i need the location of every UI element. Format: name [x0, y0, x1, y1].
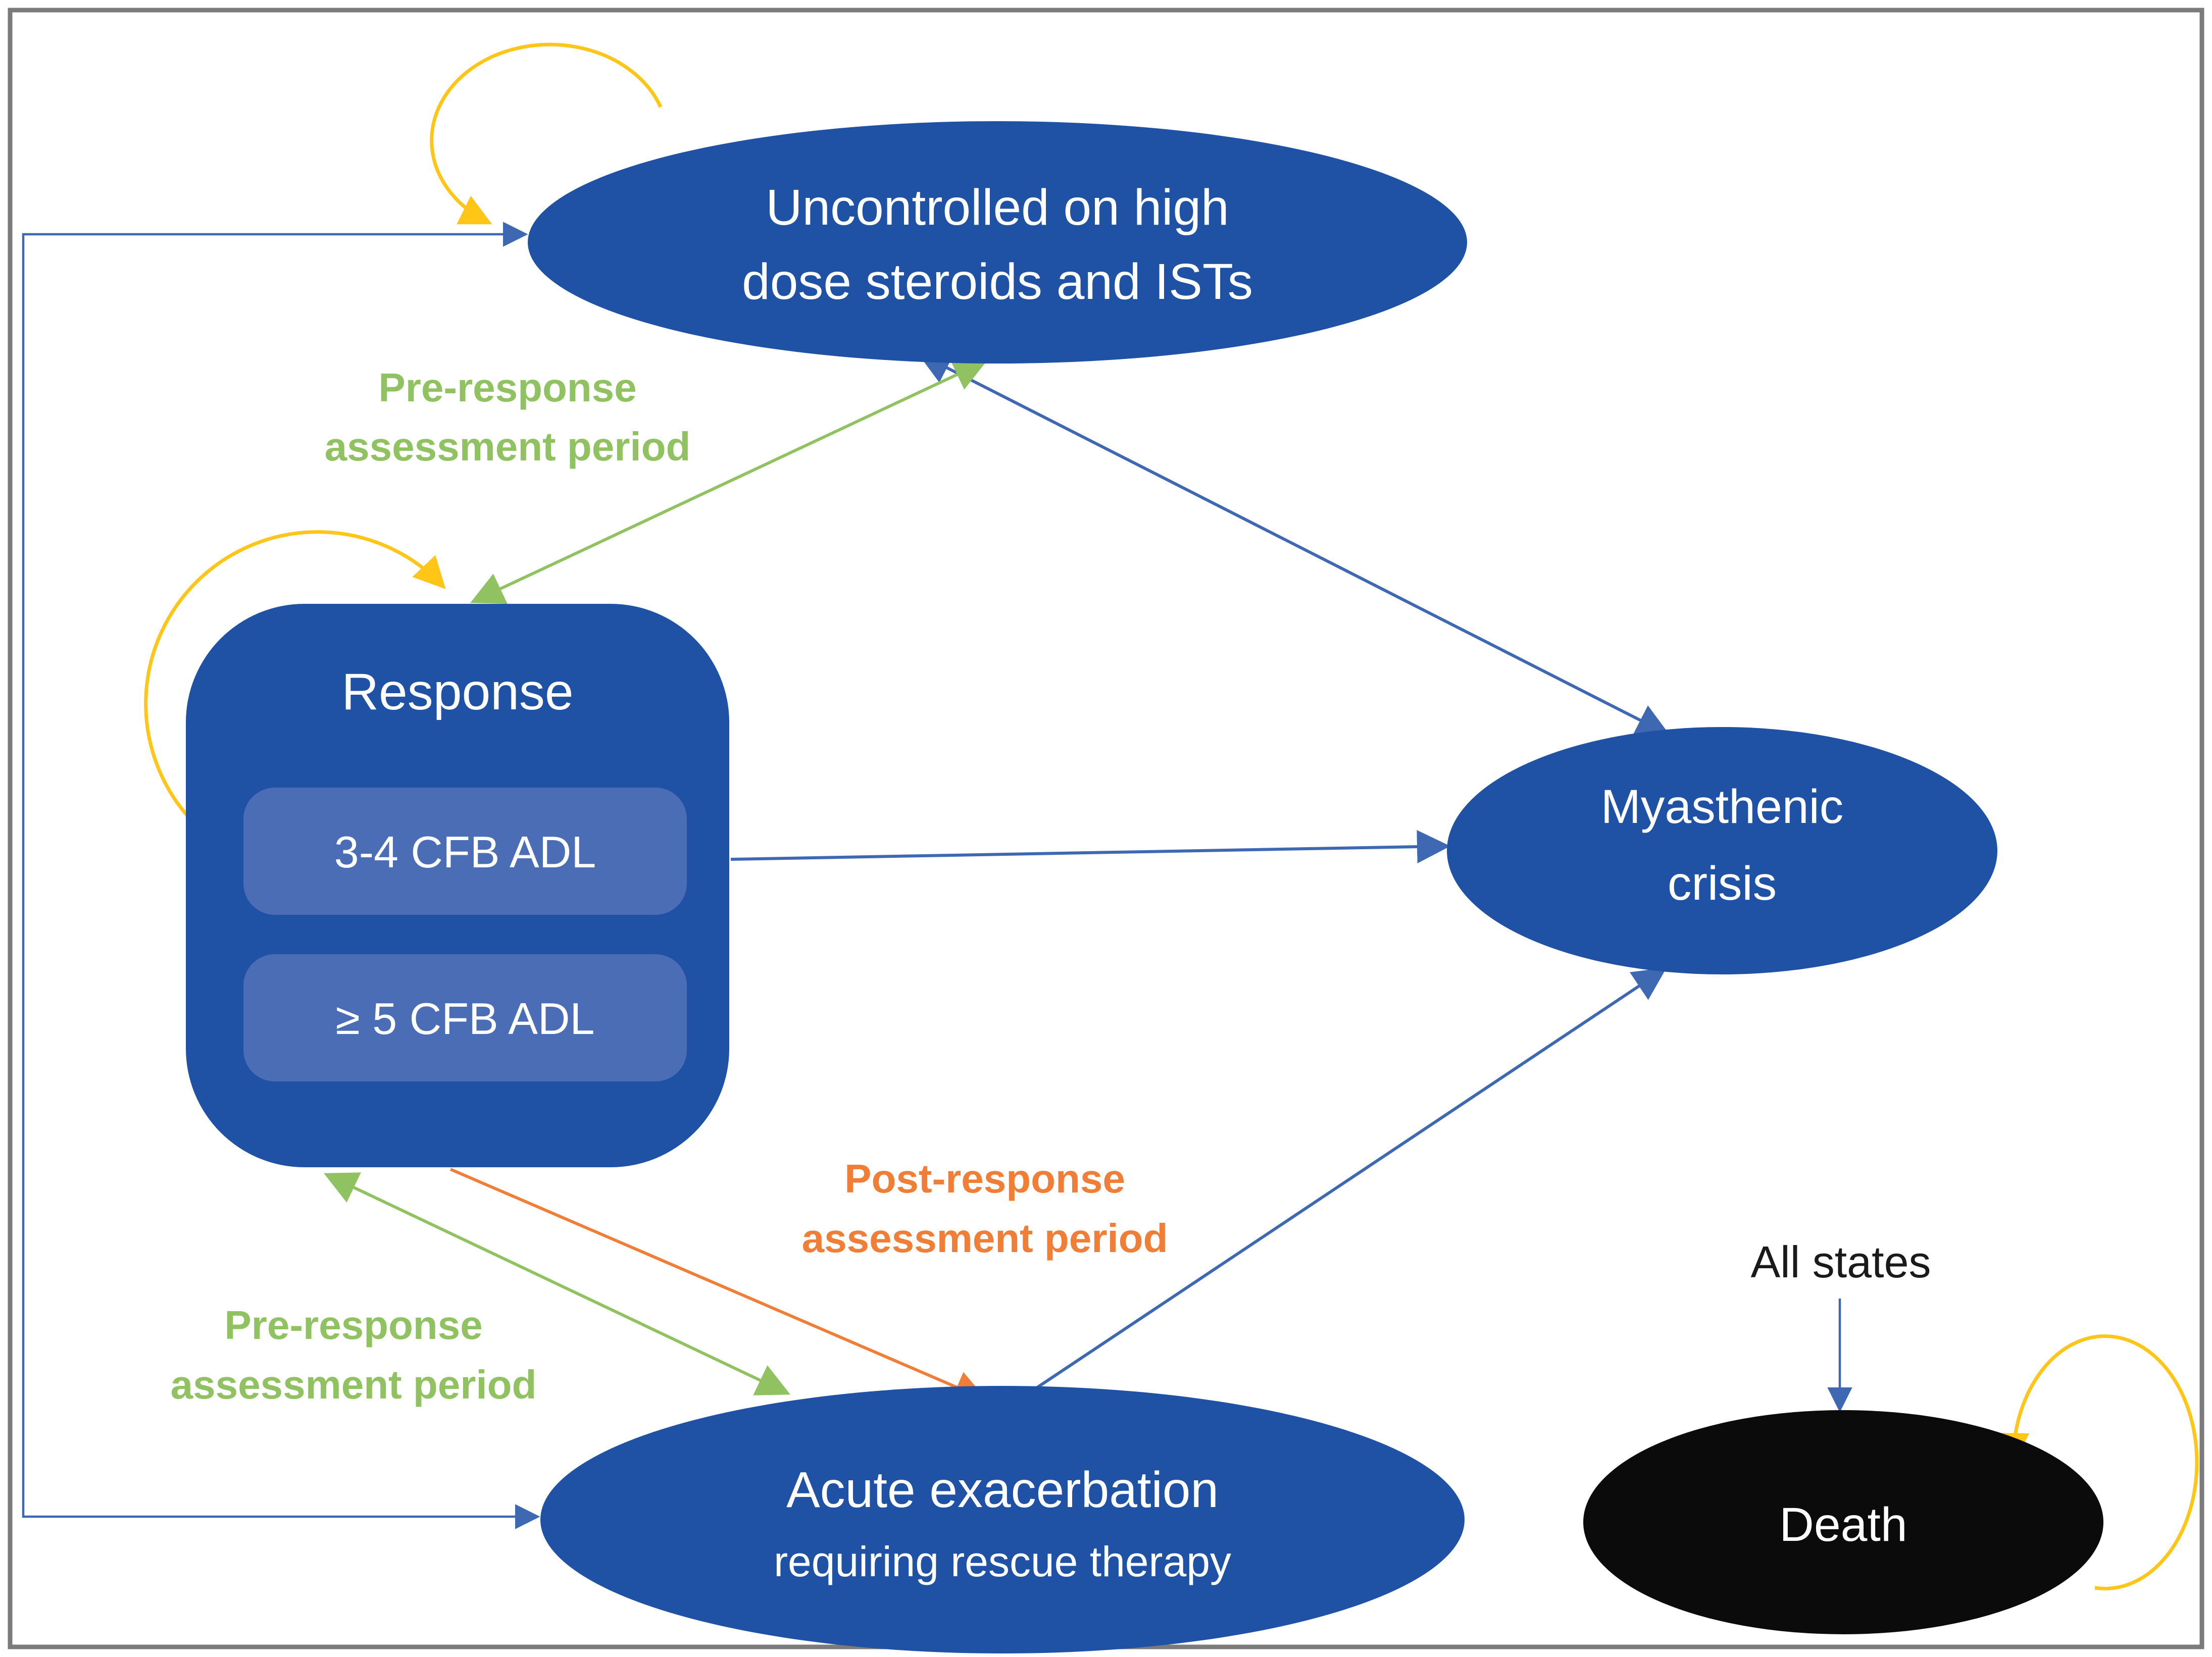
pre-response-bottom-line1: Pre-response: [224, 1303, 482, 1348]
arrow-uncontrolled-myasthenic: [917, 352, 1670, 736]
myasthenic-ellipse: [1447, 727, 1997, 974]
self-loop-response: [144, 530, 446, 823]
state-acute-exacerbation: Acute exacerbation requiring rescue ther…: [540, 1386, 1465, 1653]
self-loop-uncontrolled: [430, 42, 663, 225]
response-substate-5-box: [243, 954, 687, 1081]
label-post-response: Post-response assessment period: [802, 1156, 1168, 1261]
state-death: Death: [1583, 1410, 2103, 1634]
pre-response-bottom-line2: assessment period: [171, 1362, 537, 1407]
state-myasthenic-crisis: Myasthenic crisis: [1447, 727, 1997, 974]
death-label: Death: [1779, 1498, 1907, 1551]
acute-label-line1: Acute exacerbation: [786, 1462, 1219, 1518]
acute-ellipse: [540, 1386, 1465, 1653]
state-uncontrolled: Uncontrolled on high dose steroids and I…: [528, 121, 1467, 364]
acute-label-line2: requiring rescue therapy: [774, 1538, 1231, 1585]
label-pre-response-top: Pre-response assessment period: [325, 365, 691, 469]
death-ellipse: [1583, 1410, 2103, 1634]
arrow-uncontrolled-response-pre: [470, 359, 987, 604]
arrow-response-acute-pre: [324, 1172, 790, 1395]
myasthenic-label-line2: crisis: [1668, 857, 1777, 910]
response-title: Response: [341, 663, 573, 720]
uncontrolled-ellipse: [528, 121, 1467, 364]
label-pre-response-bottom: Pre-response assessment period: [171, 1303, 537, 1407]
post-response-line2: assessment period: [802, 1216, 1168, 1261]
arrow-response-acute-post: [449, 1168, 988, 1403]
response-substate-34-label: 3-4 CFB ADL: [334, 827, 596, 877]
myasthenic-label-line1: Myasthenic: [1601, 780, 1843, 834]
response-substate-5-label: ≥ 5 CFB ADL: [336, 994, 595, 1044]
uncontrolled-label-line2: dose steroids and ISTs: [742, 253, 1253, 310]
pre-response-top-line1: Pre-response: [378, 365, 636, 410]
arrow-acute-uncontrolled-left-path: [22, 222, 540, 1529]
arrow-acute-myasthenic: [1012, 967, 1667, 1405]
arrow-response-myasthenic: [730, 830, 1450, 864]
label-all-states: All states: [1750, 1237, 1931, 1287]
pre-response-top-line2: assessment period: [325, 424, 691, 469]
state-response: Response 3-4 CFB ADL ≥ 5 CFB ADL: [186, 604, 729, 1167]
response-substate-34-box: [243, 788, 687, 915]
post-response-line1: Post-response: [844, 1156, 1125, 1201]
self-loop-death: [1997, 1334, 2199, 1591]
uncontrolled-label-line1: Uncontrolled on high: [766, 179, 1229, 236]
